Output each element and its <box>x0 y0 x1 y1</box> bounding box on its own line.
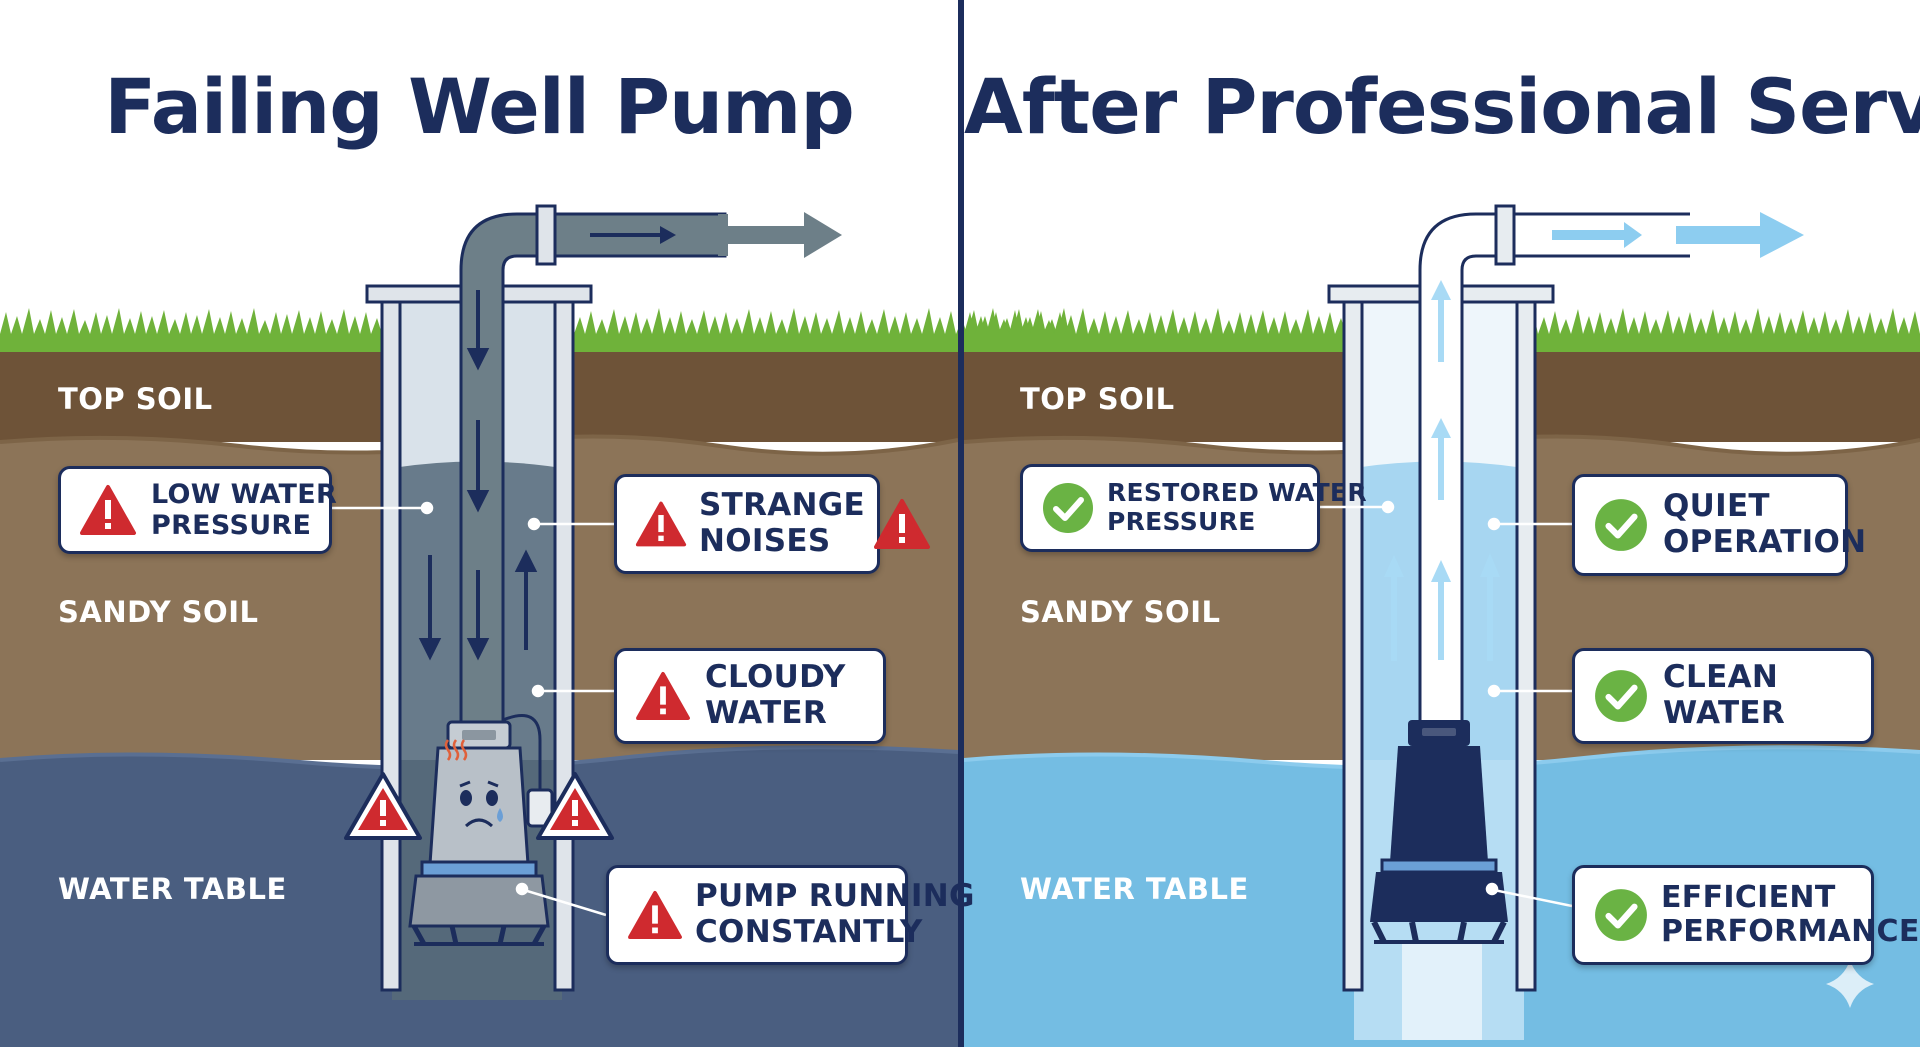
right-label-water-table: WATER TABLE <box>1020 872 1249 906</box>
callout-line: RESTORED WATER <box>1107 478 1367 508</box>
callout-cloudy-water: CLOUDY WATER <box>614 648 886 744</box>
panel-divider <box>958 0 964 1047</box>
check-circle-icon <box>1595 889 1647 941</box>
callout-pump-running-constantly: PUMP RUNNING CONSTANTLY <box>606 865 974 965</box>
callout-restored-water-pressure: RESTORED WATER PRESSURE <box>1020 464 1367 552</box>
warning-triangle-icon <box>628 890 682 940</box>
title-failing-well-pump: Failing Well Pump <box>104 62 855 151</box>
callout-line: NOISES <box>699 523 831 559</box>
callout-line: CLEAN <box>1663 659 1779 696</box>
right-label-top-soil: TOP SOIL <box>1020 382 1175 416</box>
left-well <box>332 204 842 1000</box>
left-label-sandy-soil: SANDY SOIL <box>58 595 259 629</box>
callout-line: PERFORMANCE <box>1661 914 1920 949</box>
callout-line: WATER <box>705 695 828 731</box>
warning-triangle-icon <box>536 772 614 840</box>
callout-line: PRESSURE <box>1107 507 1256 536</box>
callout-line: CONSTANTLY <box>695 914 923 950</box>
check-circle-icon <box>1043 483 1093 533</box>
sad-face-icon <box>459 780 503 828</box>
title-after-professional-service: After Professional Service <box>964 62 1920 151</box>
callout-line: OPERATION <box>1663 524 1867 560</box>
warning-triangle-icon <box>874 499 931 549</box>
callout-quiet-operation: QUIET OPERATION <box>1572 474 1866 576</box>
callout-line: LOW WATER <box>151 478 338 510</box>
callout-line: PUMP RUNNING <box>695 878 975 915</box>
callout-line: STRANGE <box>699 487 866 524</box>
callout-low-water-pressure: LOW WATER PRESSURE <box>58 466 337 554</box>
callout-line: CLOUDY <box>705 659 846 696</box>
left-label-water-table: WATER TABLE <box>58 872 287 906</box>
callout-line: QUIET <box>1663 488 1770 525</box>
callout-line: PRESSURE <box>151 510 312 541</box>
right-label-sandy-soil: SANDY SOIL <box>1020 595 1221 629</box>
callout-clean-water: CLEAN WATER <box>1572 648 1874 744</box>
warning-triangle-icon <box>635 501 687 547</box>
sparkle-icon <box>1826 960 1874 1008</box>
callout-strange-noises: STRANGE NOISES <box>614 474 931 574</box>
right-well <box>1320 204 1804 1040</box>
warning-triangle-icon <box>80 485 136 535</box>
left-label-top-soil: TOP SOIL <box>58 382 213 416</box>
callout-line: WATER <box>1663 695 1786 731</box>
check-circle-icon <box>1595 499 1647 551</box>
warning-triangle-icon <box>636 671 690 721</box>
failing-pump <box>408 720 550 946</box>
callout-line: EFFICIENT <box>1661 879 1836 915</box>
warning-triangle-icon <box>344 772 422 840</box>
serviced-pump <box>1370 720 1508 944</box>
check-circle-icon <box>1595 670 1647 722</box>
callout-efficient-performance: EFFICIENT PERFORMANCE <box>1572 865 1919 965</box>
heat-waves-icon <box>444 739 468 761</box>
